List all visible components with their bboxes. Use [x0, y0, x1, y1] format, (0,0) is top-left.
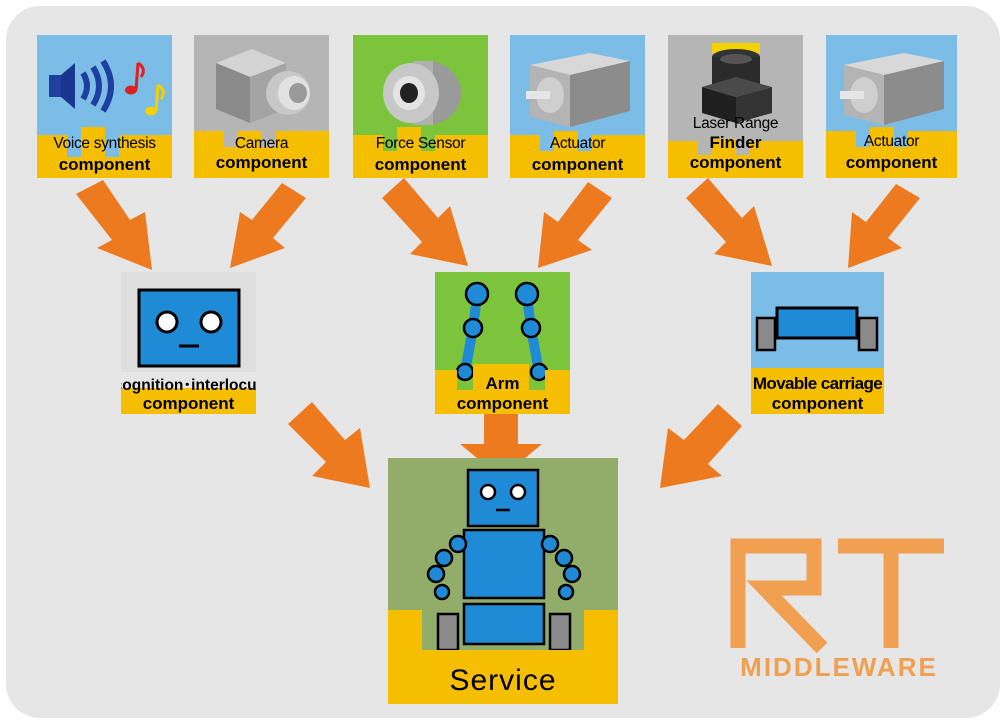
music-note-red-icon — [125, 61, 145, 95]
composite-label-line1: Movable carriage — [752, 374, 883, 393]
actuator-component-2: Actuator component — [826, 35, 957, 178]
actuator-component-1: Actuator component — [510, 35, 645, 178]
service-label: Service — [449, 664, 557, 697]
sensor-label-line2: component — [845, 153, 938, 172]
sensor-label-line1b: Finder — [709, 133, 762, 152]
arrow-actuator2-to-carriage — [848, 184, 920, 268]
camera-component: Camera component — [194, 35, 329, 178]
music-note-yellow-icon — [145, 83, 165, 116]
arrow-recognition-to-service — [288, 402, 370, 488]
sensor-label-line1: Actuator — [863, 133, 920, 150]
sensor-label-line2: component — [374, 155, 467, 174]
force-sensor-component: Force Sensor component — [353, 35, 488, 178]
arrow-voice-to-recognition — [76, 180, 152, 270]
arrow-arm-to-service — [460, 414, 542, 478]
composite-label-line2: component — [142, 394, 235, 413]
composite-label-line2: component — [456, 394, 549, 413]
arrow-camera-to-recognition — [230, 183, 306, 268]
sensor-label-line2: component — [215, 153, 308, 172]
arrow-actuator-to-arm — [538, 182, 612, 268]
sensor-label-line2: component — [531, 155, 624, 174]
sensor-label-line1: Force Sensor — [375, 135, 466, 152]
arm-component: Arm component — [435, 272, 570, 414]
arrow-force-to-arm — [382, 178, 468, 266]
sensor-label-line1: Voice synthesis — [53, 135, 156, 152]
rt-logo-glyph — [730, 538, 944, 654]
sensor-label-line2: component — [689, 153, 782, 172]
arrow-carriage-to-service — [660, 404, 742, 488]
rt-logo-text: MIDDLEWARE — [740, 652, 938, 682]
sensor-label-line2: component — [58, 155, 151, 174]
arrow-laser-to-carriage — [686, 178, 772, 266]
recognition-interlocution-component: recognition･interlocution component — [121, 272, 256, 414]
composite-label-line2: component — [771, 394, 864, 413]
composite-label-line1: Arm — [485, 374, 520, 393]
sensor-label-line1: Camera — [234, 135, 289, 152]
rt-middleware-logo: MIDDLEWARE — [704, 528, 974, 688]
sensor-label-line1: Actuator — [549, 135, 606, 152]
service-component: Service — [388, 458, 618, 704]
movable-carriage-component: Movable carriage component — [751, 272, 884, 414]
composite-label-line1: recognition･interlocution — [121, 377, 256, 394]
sensor-label-line1: Laser Range — [692, 115, 779, 132]
laser-range-finder-component: Laser Range Finder component — [668, 35, 803, 178]
voice-synthesis-component: Voice synthesis component — [37, 35, 172, 178]
